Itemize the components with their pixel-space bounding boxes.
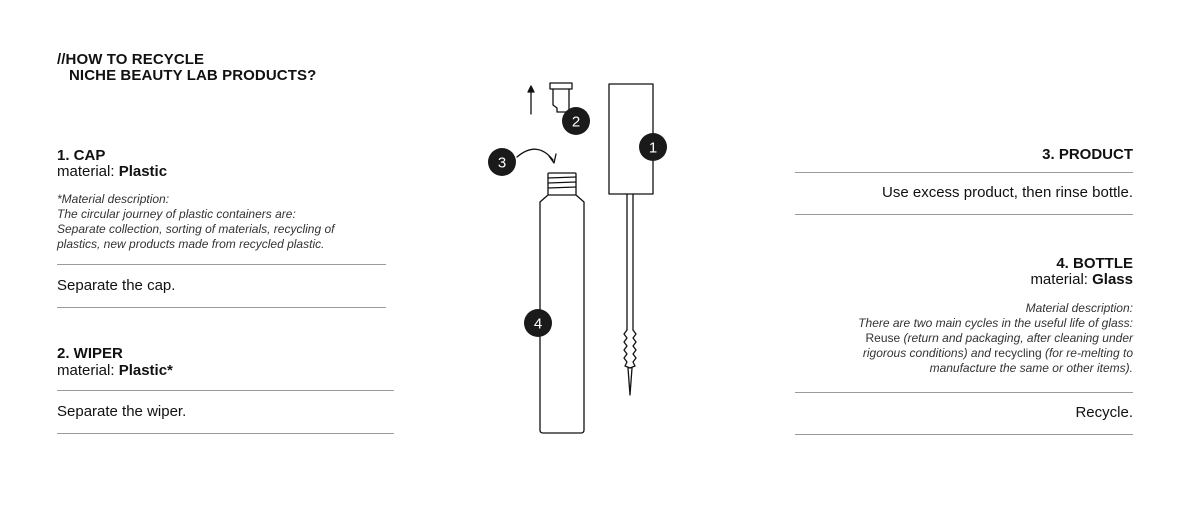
wiper-material-value: Plastic* xyxy=(118,362,173,379)
product-action: Use excess product, then rinse bottle. xyxy=(882,184,1133,201)
cap-part xyxy=(549,82,573,113)
bottle-desc-em-reuse: Reuse xyxy=(865,331,901,345)
marker-3: 3 xyxy=(488,148,516,176)
divider xyxy=(795,434,1133,435)
wiper-material: material: Plastic* xyxy=(57,362,173,379)
cap-desc-line: plastics, new products made from recycle… xyxy=(57,237,325,251)
divider xyxy=(57,433,394,434)
bottle-desc-line: rigorous conditions) and recycling (for … xyxy=(793,346,1133,361)
cap-action: Separate the cap. xyxy=(57,277,176,294)
cap-material-label: material: xyxy=(57,163,119,180)
bottle-material: material: Glass xyxy=(1030,271,1133,288)
bottle-desc-em-recycling: recycling xyxy=(994,346,1042,360)
bottle-material-value: Glass xyxy=(1092,271,1133,288)
bottle-action: Recycle. xyxy=(1075,404,1133,421)
bottle-heading: 4. BOTTLE xyxy=(1056,255,1133,272)
cap-material-value: Plastic xyxy=(118,163,168,180)
wiper-action: Separate the wiper. xyxy=(57,403,187,420)
bottle-desc-text: (for re-melting to xyxy=(1041,346,1133,360)
cap-desc-line: The circular journey of plastic containe… xyxy=(57,207,296,221)
divider xyxy=(57,307,386,308)
wiper-material-label: material: xyxy=(57,362,119,379)
up-arrow-icon xyxy=(527,85,535,115)
divider xyxy=(795,214,1133,215)
bottle-material-label: material: xyxy=(1030,271,1093,288)
bottle-part xyxy=(539,172,585,434)
bottle-desc-title: Material description: xyxy=(1025,301,1133,315)
cap-desc-title: *Material description: xyxy=(57,192,170,206)
applicator-part xyxy=(608,83,654,396)
cap-material: material: Plastic xyxy=(57,163,167,180)
bottle-material-description: Material description: There are two main… xyxy=(793,301,1133,376)
bottle-desc-text: rigorous conditions) and xyxy=(862,346,995,360)
product-heading: 3. PRODUCT xyxy=(1042,146,1133,163)
divider xyxy=(57,264,386,265)
marker-3-label: 3 xyxy=(498,155,506,172)
bottle-desc-line: There are two main cycles in the useful … xyxy=(858,316,1133,330)
cap-material-description: *Material description: The circular jour… xyxy=(57,192,387,252)
title-line-1: //HOW TO RECYCLE xyxy=(57,51,205,68)
curved-arrow-icon xyxy=(516,148,557,164)
marker-4: 4 xyxy=(524,309,552,337)
divider xyxy=(795,392,1133,393)
bottle-desc-line: Reuse (return and packaging, after clean… xyxy=(793,331,1133,346)
title-line-2: NICHE BEAUTY LAB PRODUCTS? xyxy=(69,67,317,84)
marker-1-label: 1 xyxy=(649,140,657,157)
marker-4-label: 4 xyxy=(534,316,542,333)
cap-desc-line: Separate collection, sorting of material… xyxy=(57,222,335,236)
divider xyxy=(795,172,1133,173)
wiper-heading: 2. WIPER xyxy=(57,345,123,362)
marker-2-label: 2 xyxy=(572,114,580,131)
bottle-desc-text: (return and packaging, after cleaning un… xyxy=(900,331,1134,345)
page-title: //HOW TO RECYCLE NICHE BEAUTY LAB PRODUC… xyxy=(57,52,316,84)
bottle-desc-line: manufacture the same or other items). xyxy=(929,361,1133,375)
cap-heading: 1. CAP xyxy=(57,147,106,164)
marker-1: 1 xyxy=(639,133,667,161)
marker-2: 2 xyxy=(562,107,590,135)
divider xyxy=(57,390,394,391)
